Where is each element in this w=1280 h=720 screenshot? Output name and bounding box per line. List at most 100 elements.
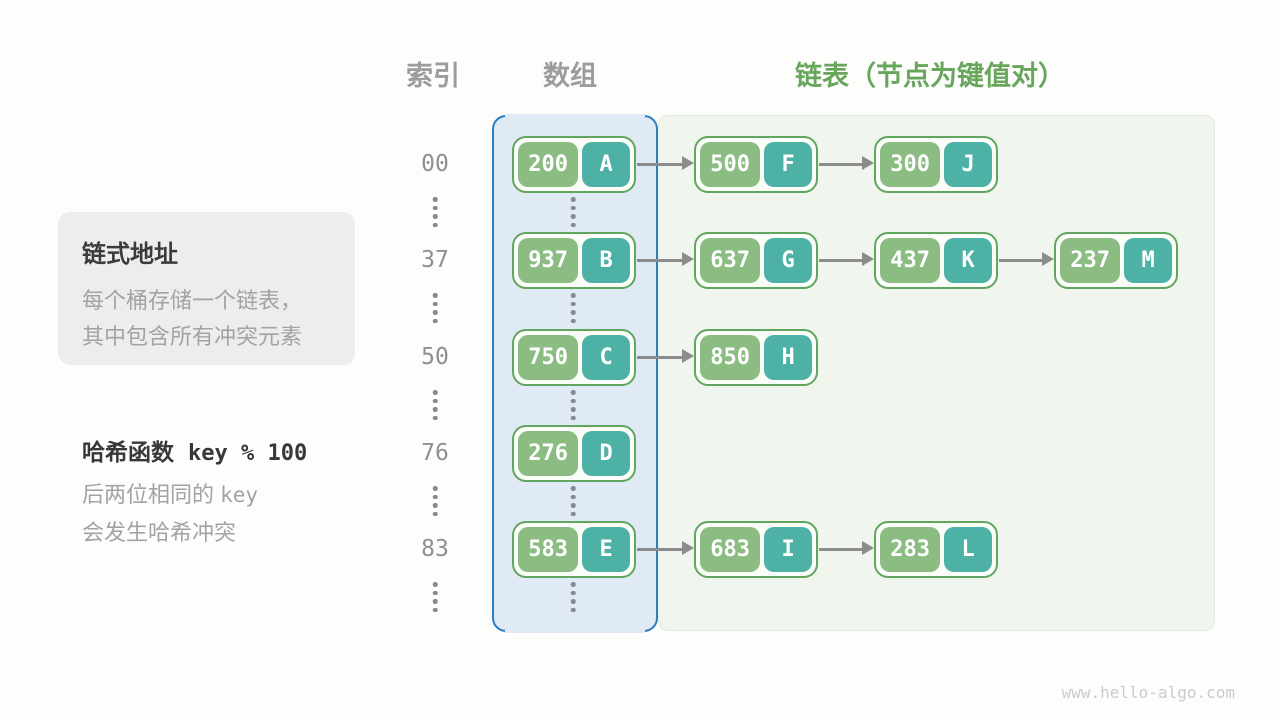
- key-pill: 276: [518, 430, 579, 476]
- arrowhead-icon: [862, 251, 874, 266]
- hash-function-note: 哈希函数 key % 100: [82, 433, 307, 467]
- info-card-body: 每个桶存储一个链表， 其中包含所有冲突元素: [82, 283, 331, 355]
- key-pill: 937: [518, 237, 579, 283]
- ellipsis-dot: [432, 214, 438, 219]
- ellipsis-dot: [432, 590, 438, 595]
- next-pointer-arrow: [637, 258, 683, 262]
- ellipsis-dot: [570, 407, 576, 412]
- next-pointer-arrow: [819, 162, 863, 166]
- ellipsis-dot: [570, 293, 576, 298]
- ellipsis-dot: [432, 293, 438, 298]
- ellipsis-dot: [432, 415, 438, 420]
- next-pointer-arrow: [637, 355, 683, 359]
- key-pill: 300: [880, 141, 941, 187]
- vertical-ellipsis: [570, 197, 576, 227]
- ellipsis-dot: [432, 407, 438, 412]
- arrowhead-icon: [682, 540, 694, 555]
- vertical-ellipsis: [570, 390, 576, 420]
- arrowhead-icon: [862, 540, 874, 555]
- key-pill: 637: [700, 237, 761, 283]
- hash-collision-key-code: key: [220, 483, 259, 507]
- ellipsis-dot: [570, 599, 576, 604]
- list-header-note: （节点为键值对）: [849, 61, 1065, 91]
- ellipsis-dot: [570, 590, 576, 595]
- ellipsis-dot: [432, 390, 438, 395]
- arrowhead-icon: [862, 155, 874, 170]
- ellipsis-dot: [432, 511, 438, 516]
- ellipsis-dot: [570, 205, 576, 210]
- hash-collision-line-2: 会发生哈希冲突: [82, 520, 237, 545]
- arrowhead-icon: [1042, 251, 1054, 266]
- vertical-ellipsis: [570, 582, 576, 612]
- ellipsis-dot: [432, 607, 438, 612]
- list-header-label: 链表: [795, 61, 849, 91]
- key-pill: 283: [880, 526, 941, 572]
- next-pointer-arrow: [637, 162, 683, 166]
- ellipsis-dot: [570, 318, 576, 323]
- value-pill: A: [582, 141, 630, 187]
- ellipsis-dot: [432, 301, 438, 306]
- ellipsis-dot: [432, 486, 438, 491]
- ellipsis-dot: [570, 415, 576, 420]
- vertical-ellipsis: [432, 197, 438, 227]
- vertical-ellipsis: [570, 486, 576, 516]
- ellipsis-dot: [432, 503, 438, 508]
- arrowhead-icon: [682, 348, 694, 363]
- arrowhead-icon: [682, 251, 694, 266]
- column-header-index: 索引: [406, 54, 460, 93]
- value-pill: I: [764, 526, 812, 572]
- ellipsis-dot: [432, 205, 438, 210]
- value-pill: M: [1124, 237, 1172, 283]
- vertical-ellipsis: [432, 486, 438, 516]
- key-pill: 750: [518, 334, 579, 380]
- hash-function-label: 哈希函数: [82, 439, 174, 465]
- value-pill: F: [764, 141, 812, 187]
- ellipsis-dot: [432, 494, 438, 499]
- ellipsis-dot: [432, 197, 438, 202]
- ellipsis-dot: [570, 503, 576, 508]
- bucket-index-label: 83: [421, 536, 449, 562]
- ellipsis-dot: [570, 310, 576, 315]
- value-pill: J: [944, 141, 992, 187]
- next-pointer-arrow: [999, 258, 1043, 262]
- vertical-ellipsis: [570, 293, 576, 323]
- bucket-index-label: 50: [421, 344, 449, 370]
- ellipsis-dot: [570, 607, 576, 612]
- key-pill: 437: [880, 237, 941, 283]
- ellipsis-dot: [570, 582, 576, 587]
- vertical-ellipsis: [432, 390, 438, 420]
- hash-collision-line-1: 后两位相同的 key: [82, 482, 259, 507]
- value-pill: H: [764, 334, 812, 380]
- info-card: 链式地址 每个桶存储一个链表， 其中包含所有冲突元素: [58, 212, 355, 365]
- key-pill: 237: [1060, 237, 1121, 283]
- value-pill: D: [582, 430, 630, 476]
- ellipsis-dot: [570, 398, 576, 403]
- ellipsis-dot: [432, 398, 438, 403]
- hash-collision-note: 后两位相同的 key 会发生哈希冲突: [82, 476, 258, 552]
- ellipsis-dot: [432, 310, 438, 315]
- key-pill: 200: [518, 141, 579, 187]
- ellipsis-dot: [570, 511, 576, 516]
- bucket-index-label: 37: [421, 247, 449, 273]
- vertical-ellipsis: [432, 293, 438, 323]
- value-pill: L: [944, 526, 992, 572]
- bucket-index-label: 00: [421, 151, 449, 177]
- bucket-index-label: 76: [421, 440, 449, 466]
- key-pill: 583: [518, 526, 579, 572]
- ellipsis-dot: [570, 494, 576, 499]
- next-pointer-arrow: [637, 547, 683, 551]
- info-card-line-1: 每个桶存储一个链表，: [82, 288, 303, 313]
- hash-function-code: key % 100: [188, 441, 308, 466]
- ellipsis-dot: [432, 582, 438, 587]
- vertical-ellipsis: [432, 582, 438, 612]
